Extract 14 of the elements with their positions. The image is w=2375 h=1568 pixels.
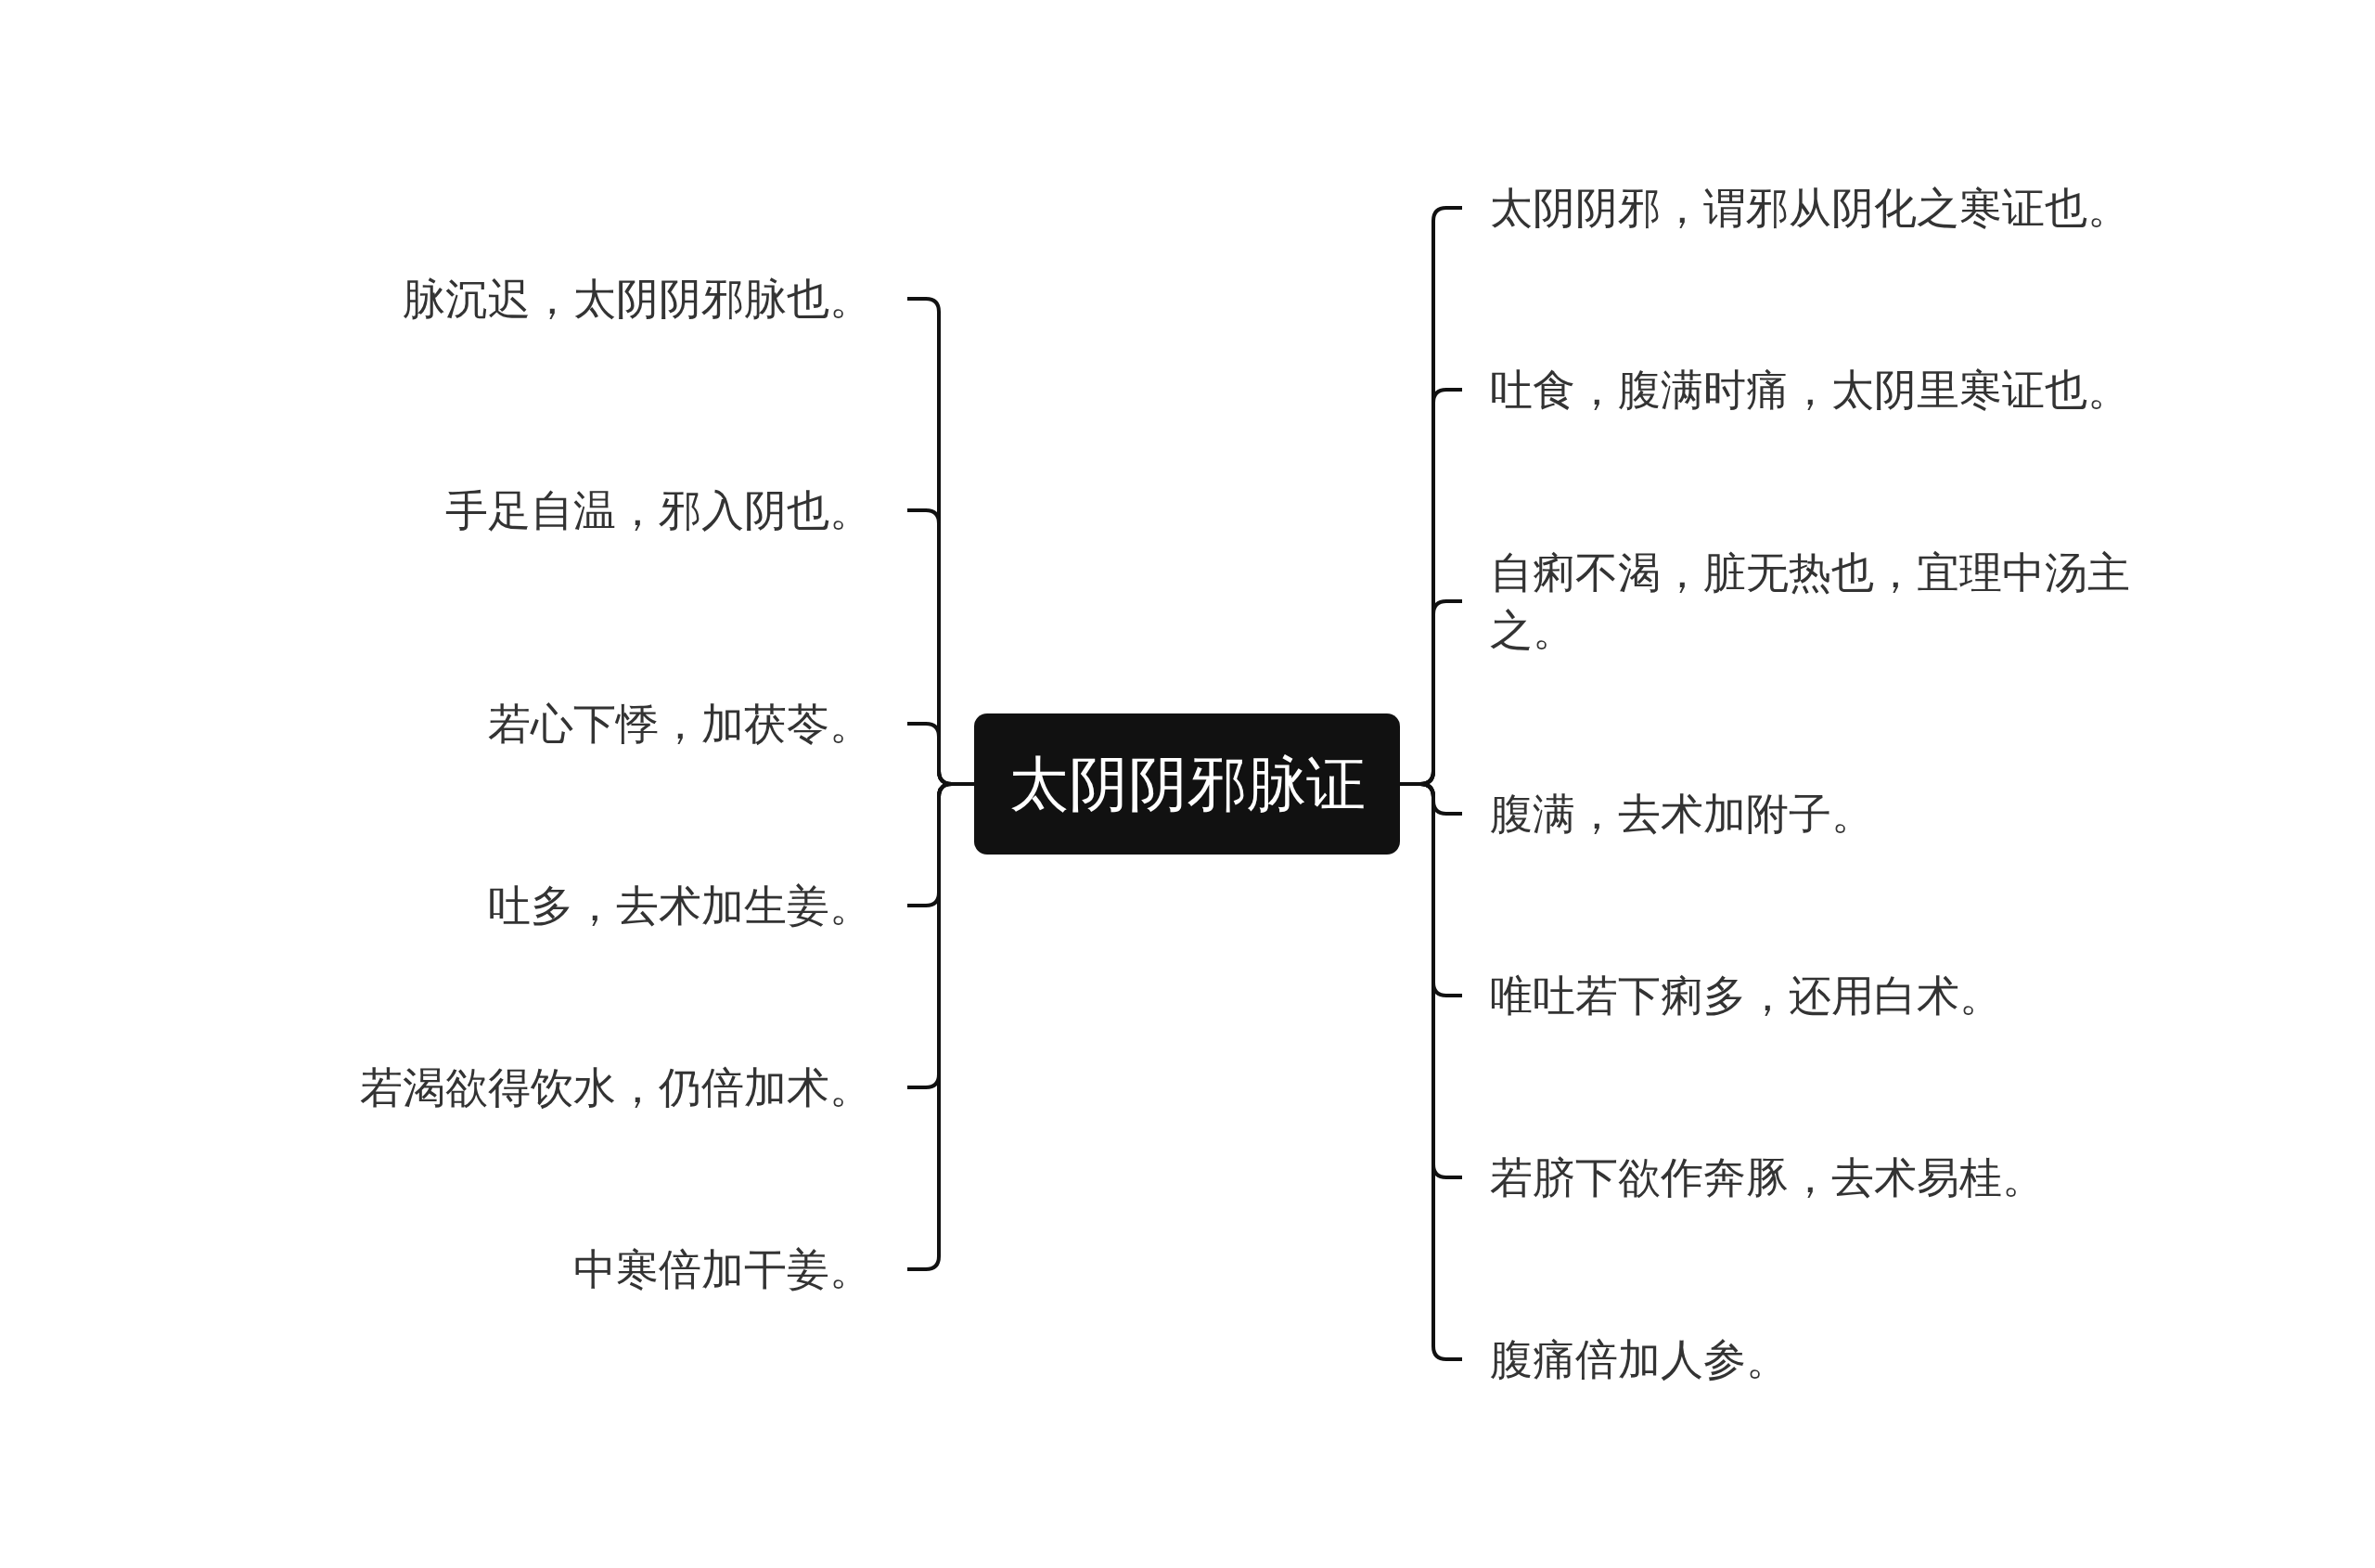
topic-text: 吐食，腹满时痛，太阴里寒证也。 <box>1462 361 2167 418</box>
topic-text: 手足自温，邪入阴也。 <box>445 482 907 539</box>
topic-text: 太阴阴邪，谓邪从阴化之寒证也。 <box>1462 179 2167 237</box>
topic-text: 腹痛倍加人参。 <box>1462 1330 2167 1388</box>
topic-text: 腹满，去术加附子。 <box>1462 785 2167 842</box>
topic-text: 中寒倍加干姜。 <box>573 1240 907 1298</box>
topic-text: 若心下悸，加茯苓。 <box>488 695 907 752</box>
topic-text: 若渴欲得饮水，仍倍加术。 <box>360 1059 907 1116</box>
topic-text: 自痢不渴，脏无热也，宜理中汤主之。 <box>1462 544 2167 659</box>
topic-text: 吐多，去术加生姜。 <box>488 877 907 934</box>
central-topic-box: 太阴阴邪脉证 <box>974 713 1400 855</box>
topic-text: 脉沉迟，太阴阴邪脉也。 <box>403 270 907 328</box>
topic-text: 若脐下欲作奔豚，去术易桂。 <box>1462 1149 2167 1206</box>
topic-text: 唯吐若下痢多，还用白术。 <box>1462 967 2167 1024</box>
